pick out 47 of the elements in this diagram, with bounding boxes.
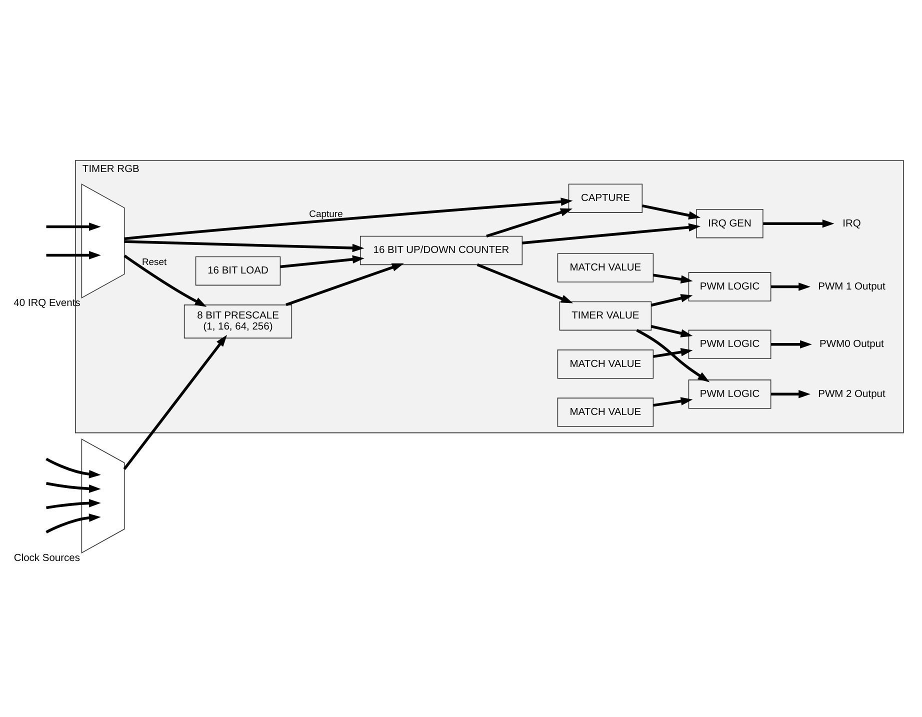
arrow: [650, 324, 693, 337]
node-box: PWM LOGIC: [688, 329, 772, 358]
node-trapezoid: [81, 438, 125, 553]
node-text: PWM0 Output: [820, 338, 884, 350]
arrow: [650, 294, 693, 306]
arrow: [46, 498, 101, 509]
node-box: 16 BIT LOAD: [195, 256, 281, 286]
arrow: [46, 457, 101, 478]
node-box: TIMER VALUE: [559, 300, 652, 330]
node-text: PWM 2 Output: [818, 388, 886, 400]
node-box: PWM LOGIC: [688, 272, 772, 301]
arrow: [653, 396, 693, 406]
node-text: PWM 1 Output: [818, 280, 886, 292]
arrow: [286, 262, 404, 306]
arrow: [46, 513, 101, 533]
arrow: [522, 222, 701, 244]
node-label: Clock Sources: [14, 552, 80, 564]
node-box: IRQ GEN: [696, 208, 764, 238]
node-box: 8 BIT PRESCALE (1, 16, 64, 256): [184, 304, 292, 338]
arrow: [636, 328, 710, 382]
arrow: [653, 348, 693, 358]
arrow: [46, 222, 101, 230]
node-box: PWM LOGIC: [688, 379, 772, 408]
node-box: MATCH VALUE: [557, 252, 654, 282]
arrow: [642, 204, 701, 219]
arrow: [770, 282, 810, 290]
arrow: [653, 273, 693, 283]
node-trapezoid: [81, 182, 125, 298]
arrow: [770, 389, 810, 398]
arrow: [124, 254, 207, 306]
node-box: CAPTURE: [568, 183, 643, 212]
node-box: 16 BIT UP/DOWN COUNTER: [360, 235, 523, 265]
edge-label: Reset: [142, 256, 167, 268]
arrow: [476, 262, 574, 303]
node-box: MATCH VALUE: [557, 397, 654, 426]
node-box: MATCH VALUE: [557, 349, 654, 378]
edge-label: Capture: [309, 208, 343, 220]
arrow: [46, 250, 101, 259]
arrow: [770, 340, 812, 348]
arrow: [124, 240, 364, 252]
arrow: [124, 197, 573, 240]
arrow: [46, 481, 101, 492]
arrow: [123, 334, 228, 470]
arrow: [763, 218, 834, 228]
node-text: IRQ: [842, 218, 861, 229]
arrow: [486, 208, 572, 238]
arrow: [280, 254, 364, 268]
